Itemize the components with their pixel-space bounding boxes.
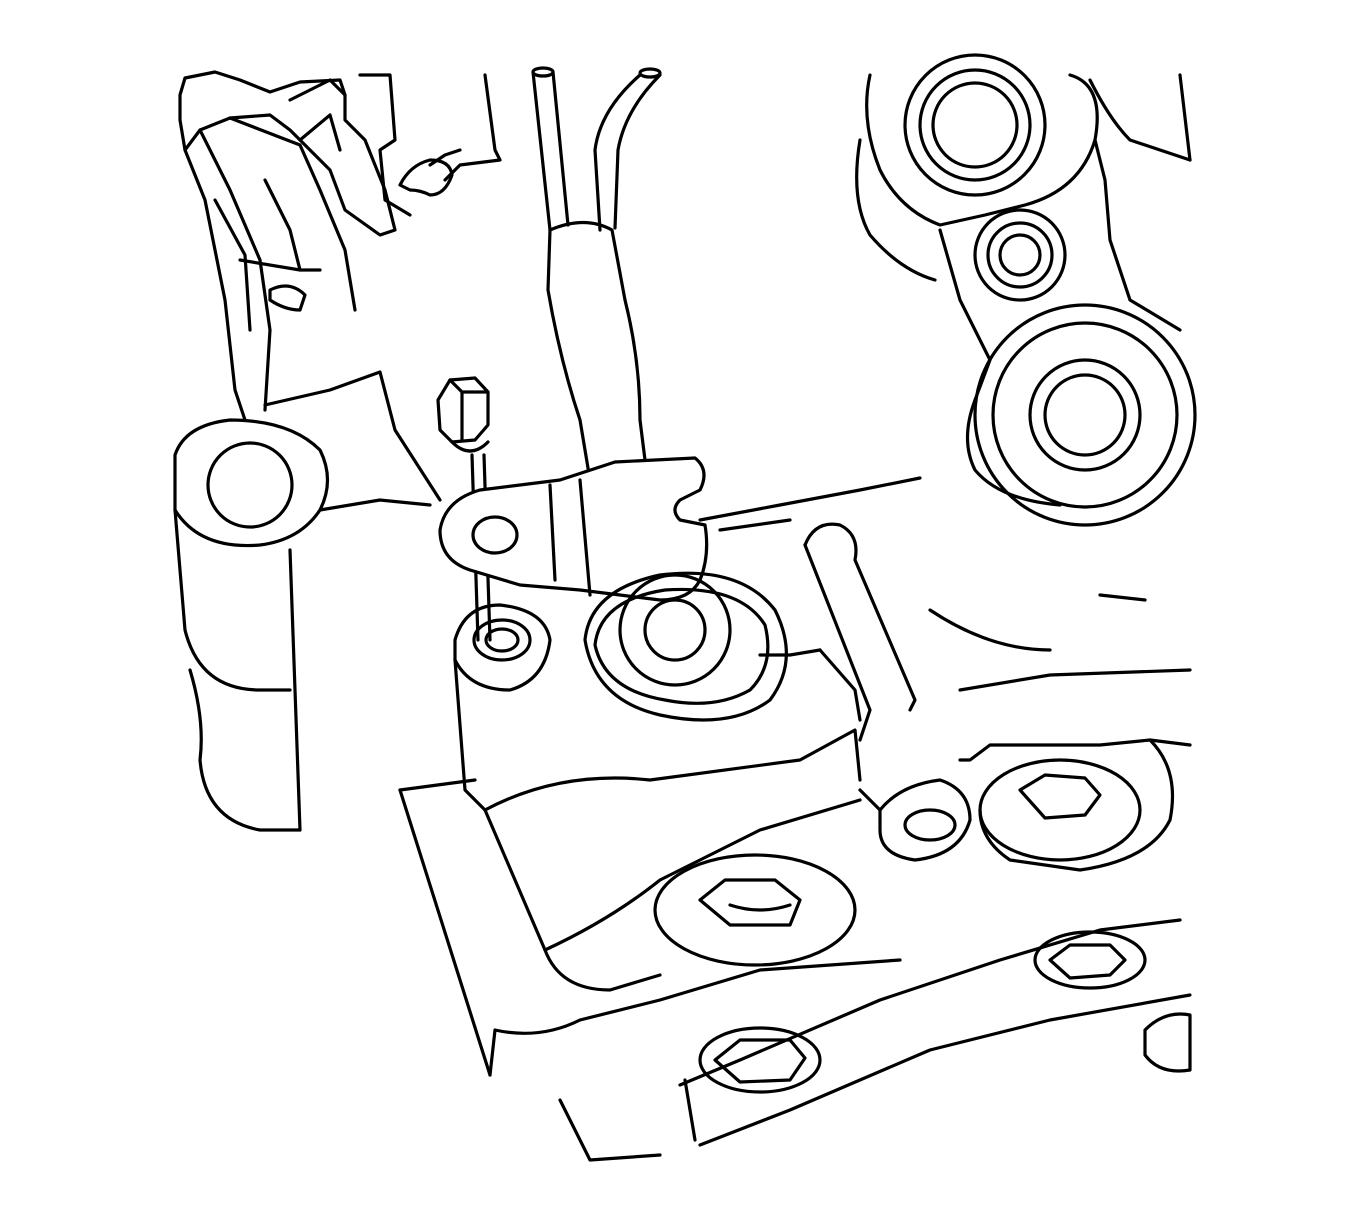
mounting-bracket-body [398,603,902,1077]
lower-rail [558,918,1192,1162]
sensor-connector [178,70,397,422]
slot-guide [803,522,917,742]
lower-bolt-left [653,853,857,967]
bushing [583,571,788,722]
wire-harness [531,66,662,482]
engine-casing [698,476,1192,872]
housing-upper [358,73,502,217]
idler-pulley [173,370,442,832]
harness-bracket [438,456,709,602]
upper-right-manifold [855,53,1197,527]
